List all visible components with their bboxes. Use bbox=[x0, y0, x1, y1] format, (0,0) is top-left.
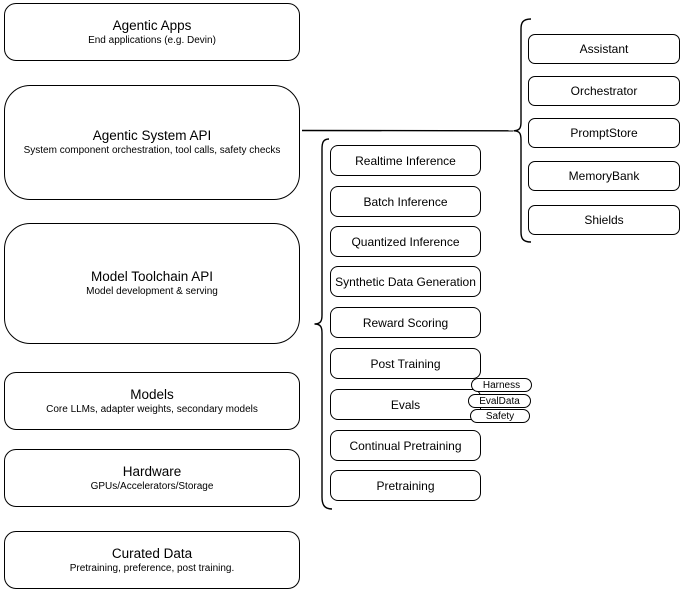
box-orchestrator: Orchestrator bbox=[528, 76, 680, 106]
pill-label: Harness bbox=[482, 379, 521, 391]
box-quantized-inference: Quantized Inference bbox=[330, 226, 481, 257]
box-subtitle: Model development & serving bbox=[86, 286, 218, 297]
box-agentic-system-api: Agentic System API System component orch… bbox=[4, 85, 300, 200]
box-shields: Shields bbox=[528, 205, 680, 235]
box-assistant: Assistant bbox=[528, 34, 680, 64]
box-title: Hardware bbox=[122, 463, 182, 479]
box-curated-data: Curated Data Pretraining, preference, po… bbox=[4, 531, 300, 589]
box-models: Models Core LLMs, adapter weights, secon… bbox=[4, 372, 300, 430]
box-pretraining: Pretraining bbox=[330, 470, 481, 501]
box-title: Agentic Apps bbox=[112, 17, 192, 33]
box-label: Reward Scoring bbox=[362, 315, 449, 330]
box-memorybank: MemoryBank bbox=[528, 161, 680, 191]
box-title: Model Toolchain API bbox=[90, 269, 214, 284]
box-label: MemoryBank bbox=[568, 169, 640, 183]
box-post-training: Post Training bbox=[330, 348, 481, 379]
box-subtitle: System component orchestration, tool cal… bbox=[23, 145, 281, 156]
pill-label: EvalData bbox=[479, 395, 520, 407]
box-label: Evals bbox=[390, 397, 421, 412]
box-subtitle: Core LLMs, adapter weights, secondary mo… bbox=[46, 403, 258, 415]
box-continual-pretraining: Continual Pretraining bbox=[330, 430, 481, 461]
box-model-toolchain-api: Model Toolchain API Model development & … bbox=[4, 223, 300, 344]
box-reward-scoring: Reward Scoring bbox=[330, 307, 481, 338]
box-title: Models bbox=[130, 386, 174, 402]
box-promptstore: PromptStore bbox=[528, 118, 680, 148]
box-title: Agentic System API bbox=[92, 128, 212, 143]
box-label: Synthetic Data Generation bbox=[335, 274, 476, 289]
box-agentic-apps: Agentic Apps End applications (e.g. Devi… bbox=[4, 3, 300, 61]
box-evals: Evals bbox=[330, 389, 481, 420]
pill-label: Safety bbox=[485, 410, 515, 422]
pill-safety: Safety bbox=[470, 409, 530, 423]
pill-harness: Harness bbox=[471, 378, 532, 392]
box-label: Post Training bbox=[370, 356, 441, 371]
box-label: Orchestrator bbox=[570, 84, 638, 98]
pill-evaldata: EvalData bbox=[468, 394, 531, 408]
box-label: Shields bbox=[584, 213, 624, 227]
box-subtitle: End applications (e.g. Devin) bbox=[88, 34, 216, 46]
box-label: Assistant bbox=[579, 42, 629, 56]
box-label: Batch Inference bbox=[363, 194, 448, 209]
box-label: Realtime Inference bbox=[355, 153, 456, 168]
box-realtime-inference: Realtime Inference bbox=[330, 145, 481, 176]
box-synthetic-data-generation: Synthetic Data Generation bbox=[330, 266, 481, 297]
box-label: PromptStore bbox=[570, 126, 638, 140]
box-subtitle: GPUs/Accelerators/Storage bbox=[90, 480, 214, 492]
box-label: Continual Pretraining bbox=[349, 438, 462, 453]
box-subtitle: Pretraining, preference, post training. bbox=[69, 562, 235, 574]
box-hardware: Hardware GPUs/Accelerators/Storage bbox=[4, 449, 300, 507]
box-title: Curated Data bbox=[111, 545, 193, 561]
box-label: Quantized Inference bbox=[351, 234, 460, 249]
box-batch-inference: Batch Inference bbox=[330, 186, 481, 217]
box-label: Pretraining bbox=[376, 478, 435, 493]
